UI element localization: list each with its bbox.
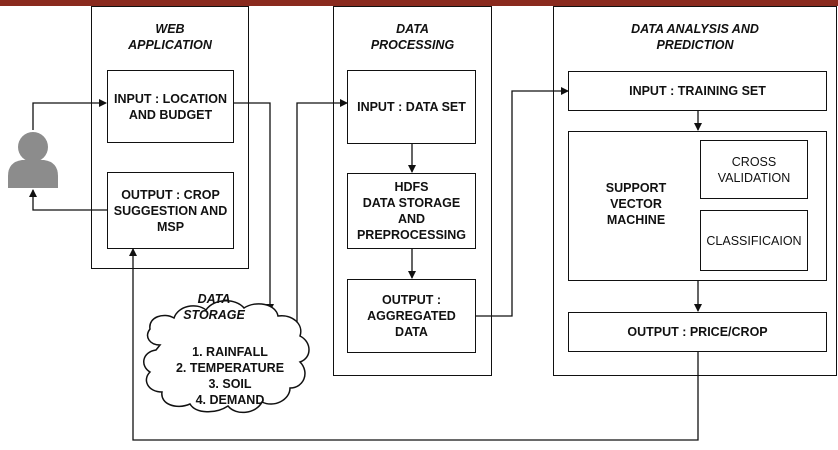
- arrow-aggregated-to-training: [476, 87, 569, 317]
- arrow-output-to-user: [29, 189, 107, 211]
- hdfs-storage-box: HDFS DATA STORAGE AND PREPROCESSING: [347, 173, 476, 249]
- arrow-user-to-input: [32, 99, 107, 130]
- arrow-price-to-web-output: [129, 248, 699, 441]
- price-crop-output-box: OUTPUT : PRICE/CROP: [568, 312, 827, 352]
- arrow-storage-to-dataset: [296, 99, 348, 330]
- data-processing-title: DATA PROCESSING: [370, 22, 455, 52]
- data-analysis-title: DATA ANALYSIS AND PREDICTION: [631, 22, 759, 52]
- cloud-icon: [143, 300, 310, 414]
- data-storage-items: 1. RAINFALL 2. TEMPERATURE 3. SOIL 4. DE…: [175, 345, 285, 407]
- svm-label: SUPPORT VECTOR MACHINE: [605, 181, 667, 227]
- cross-validation-box: CROSS VALIDATION: [700, 140, 808, 199]
- location-budget-input-box: INPUT : LOCATION AND BUDGET: [107, 70, 234, 143]
- data-set-input-box: INPUT : DATA SET: [347, 70, 476, 144]
- training-set-input-box: INPUT : TRAINING SET: [568, 71, 827, 111]
- aggregated-data-output-box: OUTPUT : AGGREGATED DATA: [347, 279, 476, 353]
- arrow-input-to-storage: [233, 102, 274, 312]
- web-application-title: WEB APPLICATION: [128, 22, 212, 52]
- classification-box: CLASSIFICAION: [700, 210, 808, 271]
- crop-suggestion-output-box: OUTPUT : CROP SUGGESTION AND MSP: [107, 172, 234, 249]
- data-storage-title: DATA STORAGE: [183, 292, 245, 322]
- user-icon: [8, 132, 58, 188]
- top-bar: [0, 0, 838, 6]
